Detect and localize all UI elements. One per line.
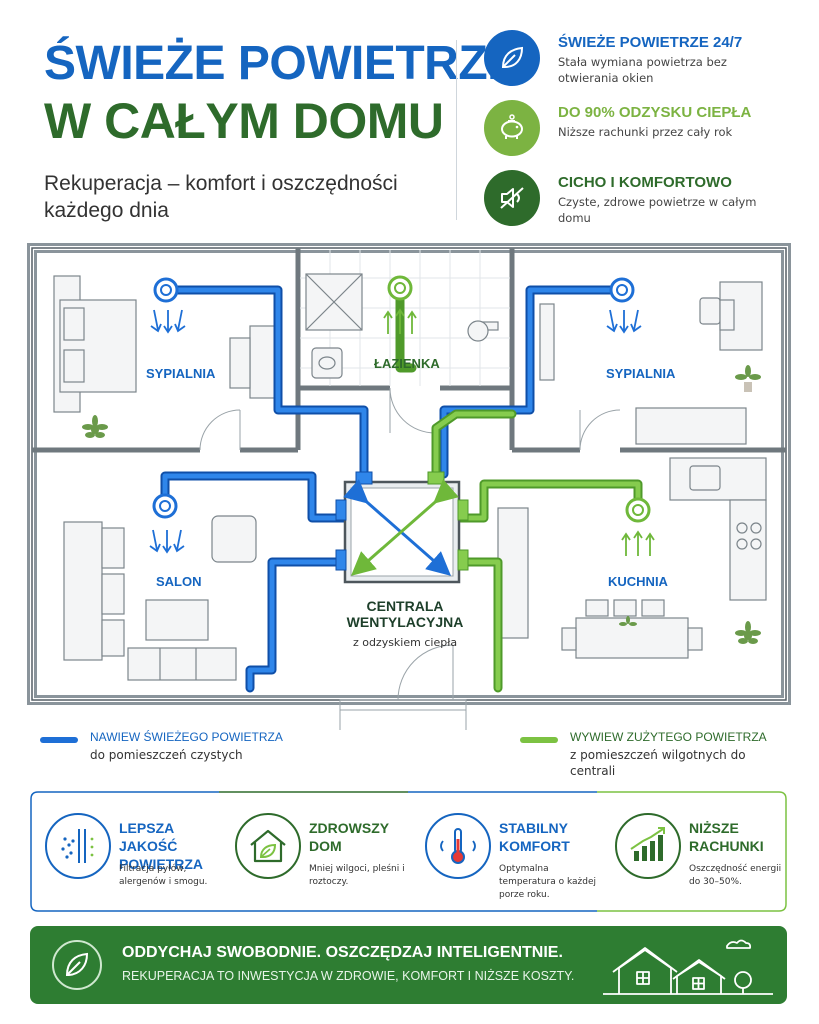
legend-desc: do pomieszczeń czystych <box>90 748 243 762</box>
leaf-icon <box>52 940 102 990</box>
footer-banner: ODDYCHAJ SWOBODNIE. OSZCZĘDZAJ INTELIGEN… <box>30 926 787 1004</box>
mute-speaker-icon <box>484 170 540 226</box>
exhaust-airflow-arrows <box>383 308 655 556</box>
benefit-cards: LEPSZA JAKOŚĆ POWIETRZA Filtracja pyłów,… <box>30 791 787 912</box>
legend-swatch-exhaust <box>520 737 558 743</box>
card-stable-comfort: STABILNY KOMFORT Optymalna temperatura o… <box>411 791 600 912</box>
card-healthier-home: ZDROWSZY DOM Mniej wilgoci, pleśni i roz… <box>221 791 410 912</box>
room-label-bedroom-right: SYPIALNIA <box>606 366 676 381</box>
header-divider <box>456 40 457 220</box>
card-desc: Filtracja pyłów, alergenów i smogu. <box>119 864 208 887</box>
page-title-line-2: W CAŁYM DOMU <box>44 93 444 149</box>
living-room-furniture <box>63 515 257 681</box>
central-unit-box <box>335 471 469 584</box>
card-lower-bills: NIŻSZE RACHUNKI Oszczędność energii do 3… <box>601 791 790 912</box>
room-label-living-room: SALON <box>156 574 202 589</box>
supply-airflow-arrows <box>149 309 642 554</box>
feature-quiet: CICHO I KOMFORTOWO Czyste, zdrowe powiet… <box>484 170 804 230</box>
legend-supply: NAWIEW ŚWIEŻEGO POWIETRZA do pomieszczeń… <box>40 730 340 780</box>
banner-subtitle: REKUPERACJA TO INWESTYCJA W ZDROWIE, KOM… <box>122 969 575 983</box>
feature-desc: Czyste, zdrowe powietrze w całym domu <box>558 195 757 225</box>
card-title: LEPSZA JAKOŚĆ POWIETRZA <box>119 820 203 872</box>
room-label-bedroom-left: SYPIALNIA <box>146 366 216 381</box>
legend-title: WYWIEW ZUŻYTEGO POWIETRZA <box>570 730 767 744</box>
left-bedroom-furniture <box>53 275 279 413</box>
card-desc: Optymalna temperatura o każdej porze rok… <box>499 864 597 900</box>
interior-walls <box>32 248 786 453</box>
vent-icons <box>152 275 651 523</box>
piggy-bank-icon <box>484 100 540 156</box>
card-title: NIŻSZE RACHUNKI <box>689 820 764 854</box>
house-leaf-icon <box>235 813 301 879</box>
leaf-icon <box>484 30 540 86</box>
legend-title: NAWIEW ŚWIEŻEGO POWIETRZA <box>90 730 283 744</box>
legend-exhaust: WYWIEW ZUŻYTEGO POWIETRZA z pomieszczeń … <box>520 730 810 780</box>
card-desc: Oszczędność energii do 30–50%. <box>689 864 782 887</box>
houses-icon <box>603 939 773 995</box>
feature-title: CICHO I KOMFORTOWO <box>558 174 732 191</box>
right-bedroom-furniture <box>539 281 763 445</box>
door-swings <box>199 387 621 701</box>
bathroom-fixtures <box>305 273 499 379</box>
card-title: STABILNY KOMFORT <box>499 820 570 854</box>
legend-desc: z pomieszczeń wilgotnych do centrali <box>570 748 746 778</box>
feature-desc: Stała wymiana powietrza bez otwierania o… <box>558 55 727 85</box>
page-subtitle: Rekuperacja – komfort i oszczędności każ… <box>44 172 398 222</box>
card-desc: Mniej wilgoci, pleśni i roztoczy. <box>309 864 405 887</box>
growth-chart-icon <box>615 813 681 879</box>
plant-icons <box>82 365 761 644</box>
feature-title: DO 90% ODZYSKU CIEPŁA <box>558 104 752 121</box>
floor-plan-drawing <box>27 243 791 733</box>
feature-title: ŚWIEŻE POWIETRZE 24/7 <box>558 34 743 51</box>
thermometer-icon <box>425 813 491 879</box>
floor-plan: SYPIALNIA ŁAZIENKA SYPIALNIA SALON KUCHN… <box>0 238 819 733</box>
central-unit-label: CENTRALA WENTYLACYJNA <box>346 598 464 630</box>
feature-fresh-air: ŚWIEŻE POWIETRZE 24/7 Stała wymiana powi… <box>484 30 804 90</box>
filter-icon <box>45 813 111 879</box>
room-label-bathroom: ŁAZIENKA <box>374 356 440 371</box>
card-title: ZDROWSZY DOM <box>309 820 389 854</box>
banner-title: ODDYCHAJ SWOBODNIE. OSZCZĘDZAJ INTELIGEN… <box>122 944 563 961</box>
room-label-kitchen: KUCHNIA <box>608 574 668 589</box>
supply-ducts <box>160 285 615 693</box>
feature-heat-recovery: DO 90% ODZYSKU CIEPŁA Niższe rachunki pr… <box>484 100 804 160</box>
cards-frame <box>30 791 787 912</box>
feature-desc: Niższe rachunki przez cały rok <box>558 125 733 139</box>
central-unit-sublabel: z odzyskiem ciepła <box>352 636 458 649</box>
legend-swatch-supply <box>40 737 78 743</box>
page-title-line-1: ŚWIEŻE POWIETRZE <box>44 37 519 90</box>
card-air-quality: LEPSZA JAKOŚĆ POWIETRZA Filtracja pyłów,… <box>31 791 220 912</box>
